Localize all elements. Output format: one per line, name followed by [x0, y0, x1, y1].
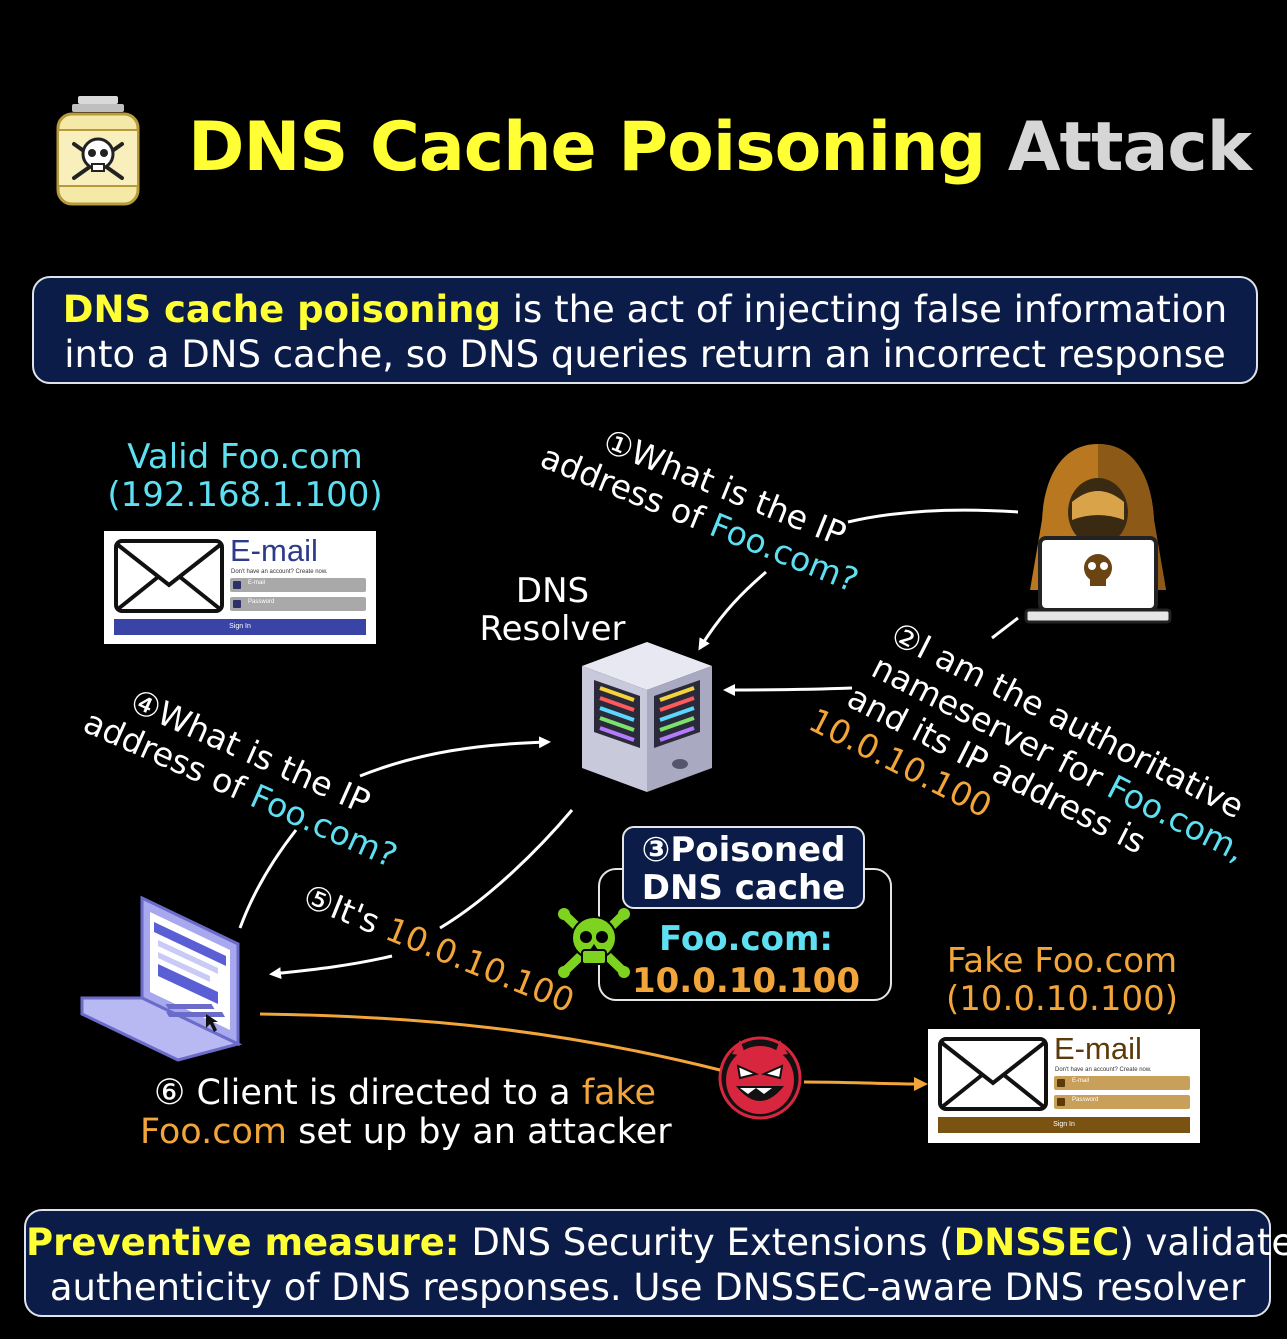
- preventive-line1c: ) validate: [1119, 1221, 1287, 1264]
- resolver-line1: DNS: [515, 571, 590, 611]
- step6-fake: fake: [581, 1073, 657, 1113]
- step3-number: ③: [641, 830, 671, 870]
- arrow-resolver-to-step5: [439, 809, 574, 930]
- arrow-client-to-fake: [259, 1012, 721, 1072]
- fake-password-field[interactable]: Password: [1054, 1095, 1190, 1109]
- cache-entry: Foo.com: 10.0.10.100: [630, 918, 862, 1002]
- preventive-line1a: DNS Security Extensions (: [459, 1221, 954, 1264]
- valid-email-field[interactable]: E-mail: [230, 578, 366, 592]
- fake-card-title: E-mail: [1054, 1031, 1142, 1066]
- page-title: DNS Cache Poisoning Attack: [188, 108, 1252, 187]
- step3-label1: Poisoned: [670, 830, 846, 870]
- definition-box: DNS cache poisoning is the act of inject…: [32, 276, 1258, 384]
- preventive-label: Preventive measure:: [26, 1221, 460, 1264]
- skull-crossbones-icon: [556, 904, 632, 980]
- fake-card-subtitle: Don't have an account? Create now.: [1055, 1067, 1152, 1073]
- title-highlight: DNS Cache Poisoning: [188, 108, 986, 187]
- preventive-dnssec: DNSSEC: [953, 1221, 1120, 1264]
- envelope-icon: [114, 539, 224, 613]
- valid-signin-button[interactable]: Sign In: [114, 619, 366, 635]
- title-rest: Attack: [1007, 108, 1252, 187]
- step3-label2: DNS cache: [641, 868, 846, 908]
- arrow-client-to-step4: [238, 829, 298, 929]
- envelope-icon: [938, 1037, 1048, 1111]
- step6-text: ⑥ Client is directed to a fake Foo.com s…: [140, 1073, 672, 1152]
- arrow-hacker-step2-line: [991, 616, 1019, 640]
- fake-email-field[interactable]: E-mail: [1054, 1076, 1190, 1090]
- step6-number: ⑥: [153, 1073, 186, 1113]
- valid-card-subtitle: Don't have an account? Create now.: [231, 569, 328, 575]
- poisoned-cache-label: ③Poisoned DNS cache: [622, 826, 865, 909]
- step6-domain: Foo.com: [140, 1112, 287, 1152]
- valid-password-field[interactable]: Password: [230, 597, 366, 611]
- fake-site-ip: (10.0.10.100): [945, 979, 1178, 1019]
- dns-resolver-label: DNS Resolver: [470, 572, 635, 648]
- valid-email-card: E-mail Don't have an account? Create now…: [104, 531, 376, 644]
- arrow-step5-to-client: [269, 954, 393, 980]
- step6-line2: set up by an attacker: [286, 1112, 672, 1152]
- preventive-box: Preventive measure: DNS Security Extensi…: [24, 1209, 1287, 1317]
- valid-card-title: E-mail: [230, 533, 318, 568]
- step6-line1: Client is directed to a: [196, 1073, 582, 1113]
- dns-server-icon: [572, 636, 722, 796]
- definition-line2: into a DNS cache, so DNS queries return …: [64, 333, 1226, 376]
- arrow-step4-line: [359, 736, 551, 778]
- preventive-line2: authenticity of DNS responses. Use DNSSE…: [49, 1266, 1246, 1309]
- resolver-line2: Resolver: [479, 609, 626, 649]
- definition-highlight: DNS cache poisoning: [62, 288, 502, 331]
- hacker-icon: [1020, 440, 1176, 628]
- arrow-hacker-line: [847, 508, 1019, 524]
- laptop-icon: [78, 894, 262, 1062]
- valid-site-label: Valid Foo.com (192.168.1.100): [100, 438, 390, 514]
- definition-line1: is the act of injecting false informatio…: [501, 288, 1228, 331]
- fake-site-name: Fake Foo.com: [946, 941, 1178, 981]
- fake-signin-button[interactable]: Sign In: [938, 1117, 1190, 1133]
- cache-domain: Foo.com:: [658, 919, 834, 959]
- fake-site-label: Fake Foo.com (10.0.10.100): [930, 942, 1194, 1018]
- poison-jar-icon: [52, 94, 144, 206]
- arrow-step2-to-resolver: [723, 683, 853, 696]
- arrow-devil-to-fake: [803, 1076, 928, 1091]
- valid-site-name: Valid Foo.com: [127, 437, 363, 477]
- arrow-step1-to-resolver: [698, 570, 767, 651]
- devil-face-icon: [718, 1036, 802, 1120]
- fake-email-card: E-mail Don't have an account? Create now…: [928, 1029, 1200, 1143]
- cache-ip: 10.0.10.100: [631, 961, 860, 1001]
- valid-site-ip: (192.168.1.100): [107, 475, 383, 515]
